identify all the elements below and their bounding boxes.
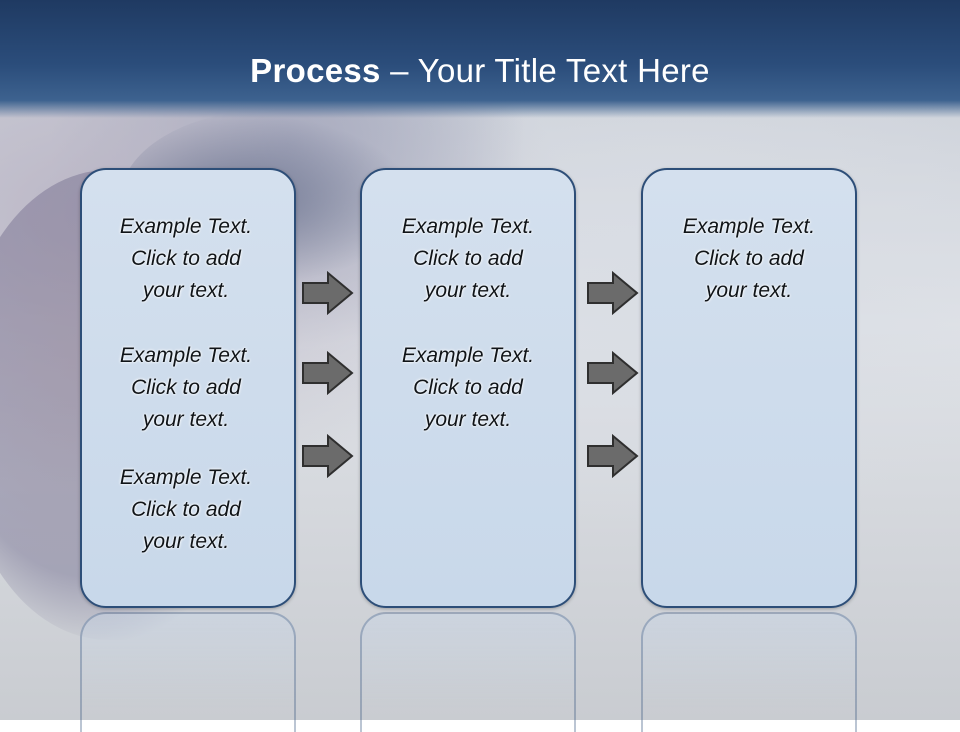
process-box-3[interactable] (641, 168, 857, 608)
title-rest: – Your Title Text Here (380, 52, 710, 89)
process-box-2-reflection (360, 612, 576, 732)
right-arrow-icon[interactable] (302, 434, 354, 478)
right-arrow-icon[interactable] (302, 271, 354, 315)
title-bold: Process (250, 52, 381, 89)
process-box-1[interactable] (80, 168, 296, 608)
process-box-1-reflection (80, 612, 296, 732)
right-arrow-icon[interactable] (587, 434, 639, 478)
title-bar (0, 0, 960, 118)
process-box-3-reflection (641, 612, 857, 732)
slide-title[interactable]: Process – Your Title Text Here (0, 52, 960, 90)
right-arrow-icon[interactable] (587, 271, 639, 315)
right-arrow-icon[interactable] (587, 351, 639, 395)
process-box-2[interactable] (360, 168, 576, 608)
right-arrow-icon[interactable] (302, 351, 354, 395)
